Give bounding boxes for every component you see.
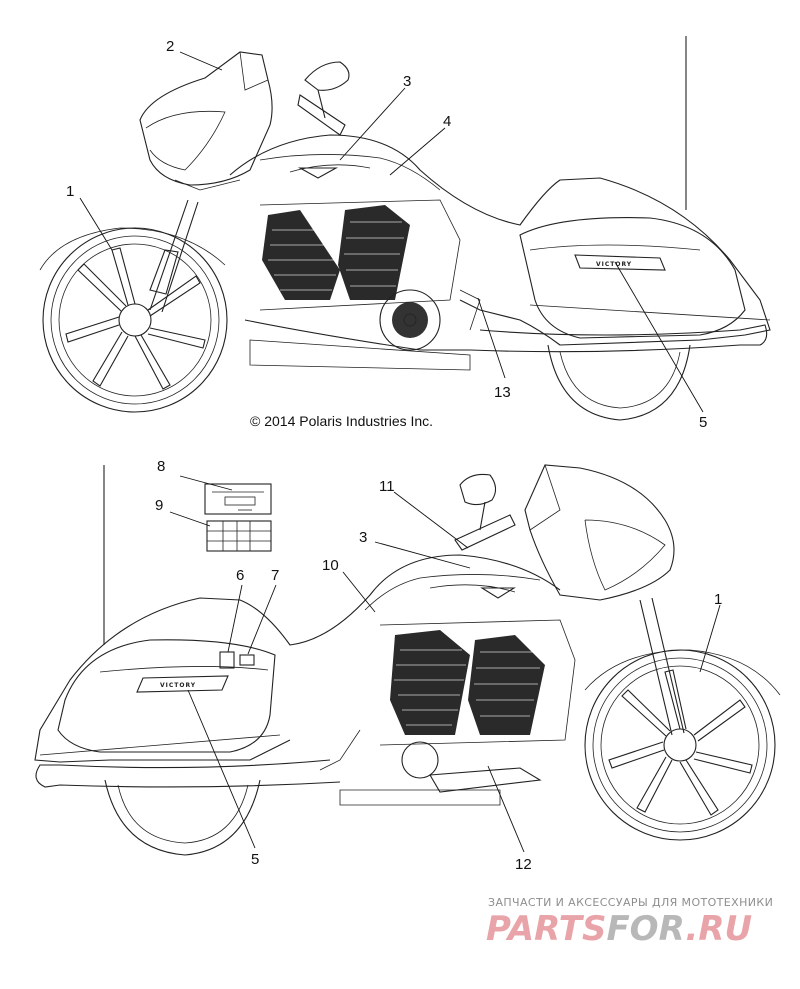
watermark-logo-tld: .RU — [685, 909, 752, 949]
watermark: ЗАПЧАСТИ И АКСЕССУАРЫ ДЛЯ МОТОТЕХНИКИ PA… — [486, 896, 773, 949]
svg-text:PARTSFOR.RU: PARTSFOR.RU — [486, 909, 752, 949]
bottom-callout-5: 5 — [251, 851, 259, 868]
bottom-motorcycle-drawing: VICTORY — [34, 458, 781, 873]
watermark-logo-for: FOR — [606, 909, 685, 949]
top-front-wheel — [39, 227, 228, 413]
bottom-callout-8: 8 — [157, 458, 165, 475]
top-callout-3: 3 — [403, 73, 411, 90]
svg-text:VICTORY: VICTORY — [160, 682, 196, 689]
bottom-callout-9: 9 — [155, 497, 163, 514]
top-callout-2: 2 — [166, 38, 174, 55]
top-callout-5: 5 — [699, 414, 707, 431]
label-9-art — [206, 520, 272, 552]
bottom-engine — [319, 619, 576, 806]
top-callout-4: 4 — [443, 113, 451, 130]
top-fairing — [139, 51, 273, 191]
top-rear-wheel — [547, 344, 691, 421]
bottom-rear-wheel — [104, 779, 261, 856]
top-tank-body: VICTORY — [229, 134, 771, 353]
label-8-art — [204, 483, 272, 515]
top-callout-13: 13 — [494, 384, 511, 401]
bottom-tank-body: VICTORY — [34, 554, 561, 788]
bottom-callout-12: 12 — [515, 856, 532, 873]
bottom-callout-11: 11 — [379, 478, 395, 495]
bottom-callout-7: 7 — [271, 567, 279, 584]
watermark-subtitle: ЗАПЧАСТИ И АКСЕССУАРЫ ДЛЯ МОТОТЕХНИКИ — [488, 896, 773, 909]
bottom-fairing — [524, 464, 675, 601]
bottom-front-wheel — [584, 649, 781, 841]
bottom-callout-3: 3 — [359, 529, 367, 546]
bottom-callout-10: 10 — [322, 557, 339, 574]
bottom-callout-6: 6 — [236, 567, 244, 584]
svg-text:VICTORY: VICTORY — [596, 261, 632, 268]
copyright-text: © 2014 Polaris Industries Inc. — [250, 413, 433, 429]
top-engine — [244, 199, 481, 371]
watermark-logo-parts: PARTS — [486, 909, 606, 949]
bottom-callout-1: 1 — [714, 591, 722, 608]
top-callout-1: 1 — [66, 183, 74, 200]
top-motorcycle-drawing: VICTORY © 2014 Polaris Industries Inc. — [39, 36, 771, 431]
